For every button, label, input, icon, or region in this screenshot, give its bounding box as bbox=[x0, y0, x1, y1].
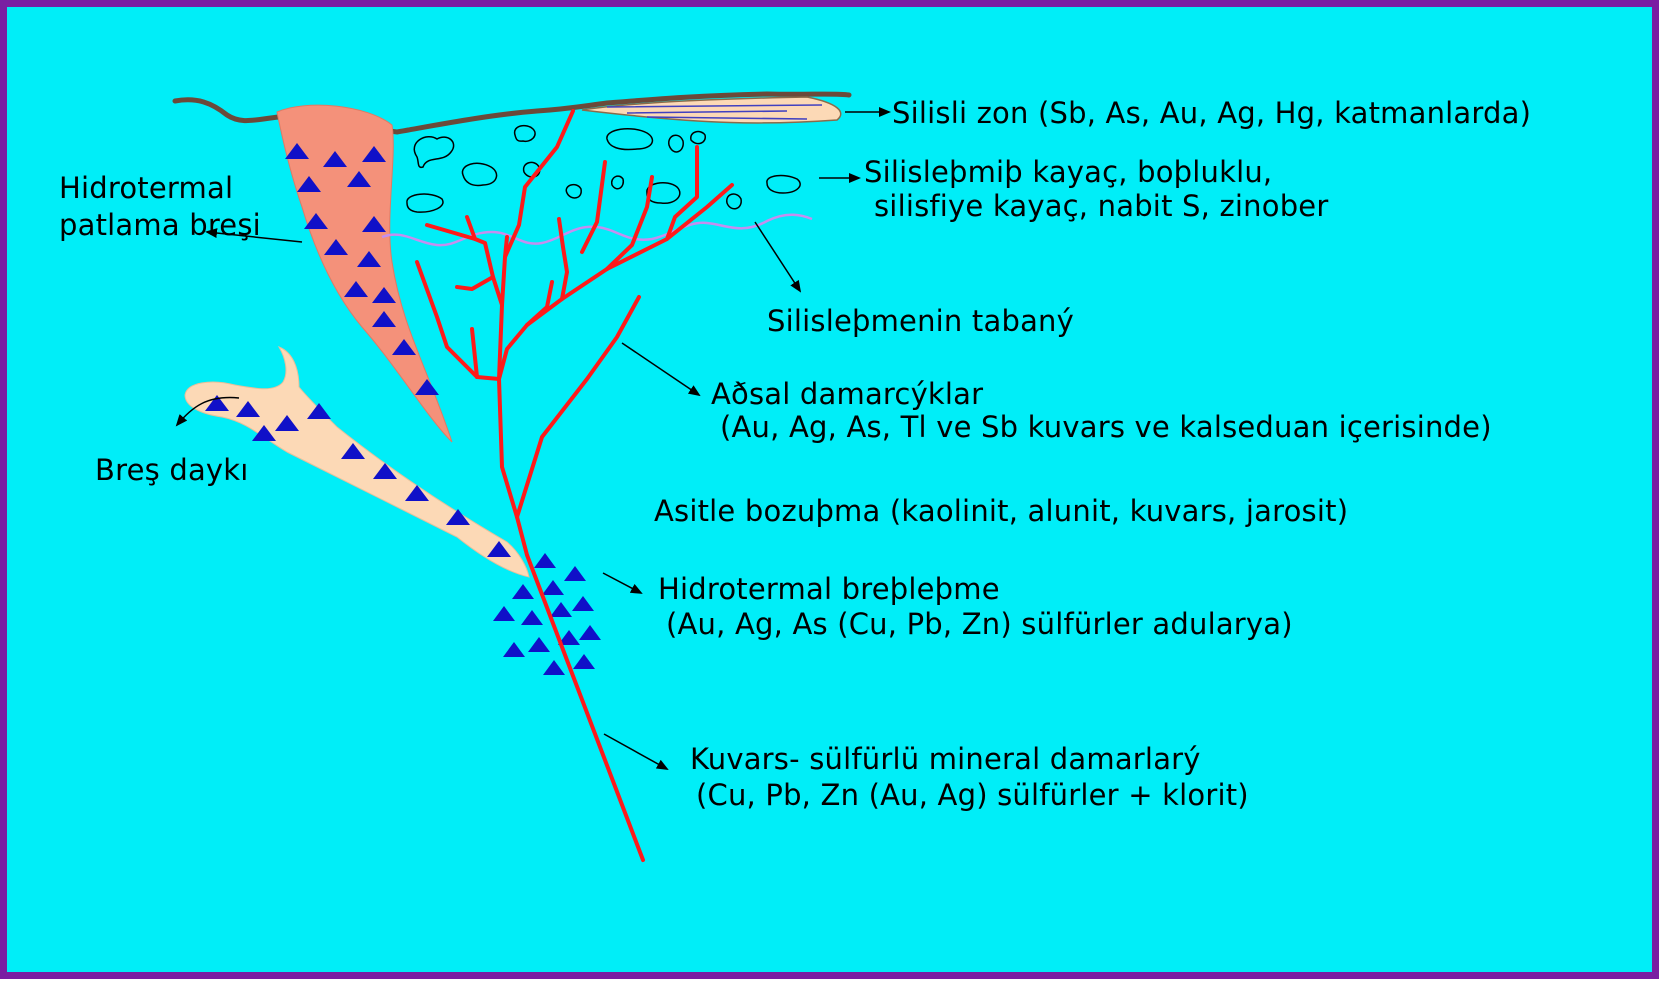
label-sigsal-line1: Aðsal damarcýklar bbox=[711, 380, 983, 409]
label-hidrotermal-patlama-line1: Hidrotermal bbox=[59, 174, 233, 203]
label-silislesmis-line1: Silisleþmiþ kayaç, boþluklu, bbox=[864, 158, 1272, 187]
arrow-taban bbox=[755, 222, 800, 291]
label-silisli-zon: Silisli zon (Sb, As, Au, Ag, Hg, katmanl… bbox=[892, 99, 1531, 128]
label-asitle-bozusma: Asitle bozuþma (kaolinit, alunit, kuvars… bbox=[654, 497, 1348, 526]
arrow-sigsal bbox=[622, 343, 699, 395]
label-breslesme-line1: Hidrotermal breþleþme bbox=[658, 575, 1000, 604]
label-breslesme-line2: (Au, Ag, As (Cu, Pb, Zn) sülfürler adula… bbox=[666, 610, 1293, 639]
label-kuvars-line1: Kuvars- sülfürlü mineral damarlarý bbox=[690, 745, 1201, 774]
label-sigsal-line2: (Au, Ag, As, Tl ve Sb kuvars ve kalsedua… bbox=[720, 413, 1492, 442]
label-silislesmis-line2: silisfiye kayaç, nabit S, zinober bbox=[874, 192, 1328, 221]
arrow-kuvars bbox=[604, 734, 667, 769]
label-silislesme-tabani: Silisleþmenin tabaný bbox=[767, 307, 1074, 336]
hydrothermal-brecciation-triangles bbox=[493, 553, 601, 675]
label-bres-dayki: Breş daykı bbox=[95, 456, 249, 485]
arrow-breslesme bbox=[603, 573, 641, 593]
label-hidrotermal-patlama-line2: patlama breşi bbox=[59, 211, 261, 240]
vein-network bbox=[417, 111, 732, 860]
label-kuvars-line2: (Cu, Pb, Zn (Au, Ag) sülfürler + klorit) bbox=[696, 781, 1249, 810]
